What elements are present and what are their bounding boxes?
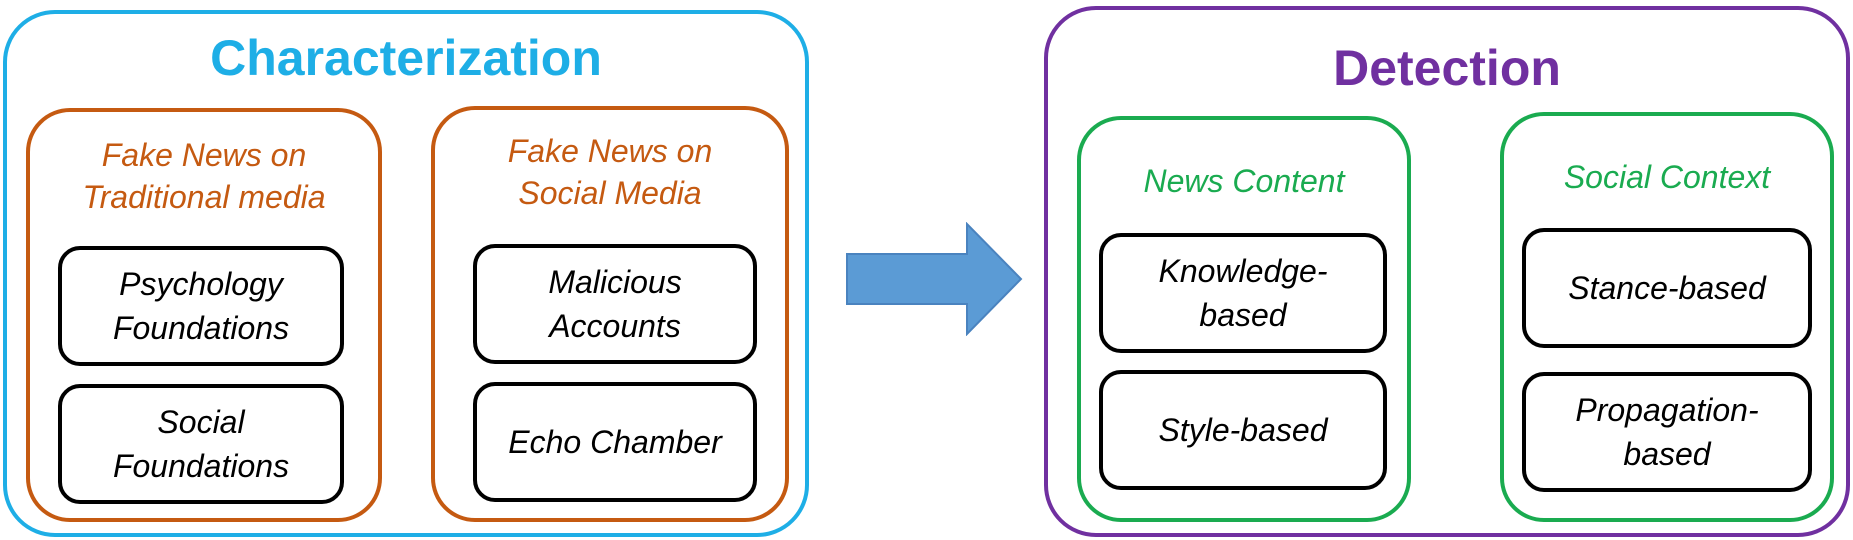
group-social-media: Fake News on Social Media Malicious Acco…	[431, 106, 789, 522]
group-title-news-content: News Content	[1143, 163, 1345, 199]
item-malicious-accounts: Malicious Accounts	[473, 244, 757, 364]
characterization-panel: Characterization Fake News on Traditiona…	[3, 10, 809, 537]
group-news-content: News Content Knowledge- based Style-base…	[1077, 116, 1411, 522]
characterization-title: Characterization	[210, 30, 602, 86]
group-title-traditional-media: Fake News on Traditional media	[82, 137, 326, 215]
right-arrow-icon	[846, 222, 1023, 336]
item-propagation-based: Propagation- based	[1522, 372, 1812, 492]
item-stance-based: Stance-based	[1522, 228, 1812, 348]
item-knowledge-based: Knowledge- based	[1099, 233, 1387, 353]
group-title-social-media: Fake News on Social Media	[507, 133, 713, 211]
item-psychology-foundations: Psychology Foundations	[58, 246, 344, 366]
group-title-social-context: Social Context	[1563, 159, 1771, 195]
item-social-foundations: Social Foundations	[58, 384, 344, 504]
detection-title: Detection	[1333, 40, 1561, 96]
group-traditional-media: Fake News on Traditional media Psycholog…	[26, 108, 382, 522]
arrow-shape	[846, 222, 1023, 336]
item-style-based: Style-based	[1099, 370, 1387, 490]
group-social-context: Social Context Stance-based Propagation-…	[1500, 112, 1834, 522]
item-echo-chamber: Echo Chamber	[473, 382, 757, 502]
detection-panel: Detection News Content Knowledge- based …	[1044, 6, 1850, 537]
